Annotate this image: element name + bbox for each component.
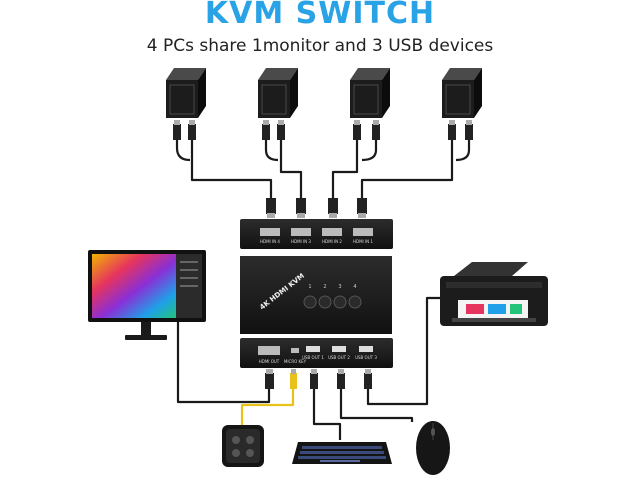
port-number: 4 — [353, 284, 356, 290]
kvm-switch-body: 4K HDMI KVM 1 2 3 4 — [240, 256, 392, 334]
pc-tower-icon — [350, 68, 390, 118]
hdmi-out-label: HDMI OUT — [259, 359, 280, 364]
input-port-label: HDMI IN 1 — [353, 239, 373, 244]
port-number: 2 — [323, 284, 326, 290]
cable-pc2-hdmi — [279, 140, 303, 200]
diagram-title: KVM SWITCH — [204, 0, 436, 31]
input-port-label: HDMI IN 3 — [291, 239, 311, 244]
output-plugs — [265, 369, 372, 389]
micro-key-label: MICRO KEY — [284, 359, 307, 364]
usb-out-label: USB OUT 3 — [355, 355, 377, 360]
switch-output-panel: HDMI OUT MICRO KEY USB OUT 1 USB OUT 2 U… — [240, 338, 393, 368]
cable-pc1-usb — [175, 140, 191, 162]
pc-cables — [175, 140, 471, 200]
keyboard-icon — [292, 442, 392, 464]
port-number: 3 — [338, 284, 341, 290]
output-cables — [162, 296, 440, 440]
mouse-icon — [416, 421, 450, 475]
cable-pc4-hdmi — [360, 140, 454, 200]
cable-keyboard — [312, 389, 342, 440]
port-number: 1 — [308, 284, 311, 290]
pc-tower-icon — [258, 68, 298, 118]
input-plugs — [266, 198, 367, 218]
port-button-4[interactable] — [348, 295, 362, 309]
usb-out-label: USB OUT 2 — [328, 355, 350, 360]
port-button-1[interactable] — [303, 295, 317, 309]
port-button-2[interactable] — [318, 295, 332, 309]
monitor-icon — [88, 250, 206, 340]
printer-icon — [440, 262, 548, 326]
pc-tower-icon — [442, 68, 482, 118]
input-port-label: HDMI IN 4 — [260, 239, 280, 244]
diagram-subtitle: 4 PCs share 1monitor and 3 USB devices — [146, 36, 494, 56]
cable-pc2-usb — [264, 140, 279, 162]
port-select-buttons: 1 2 3 4 — [303, 284, 362, 309]
port-button-3[interactable] — [333, 295, 347, 309]
input-port-label: HDMI IN 2 — [322, 239, 342, 244]
switch-input-panel: HDMI IN 4 HDMI IN 3 HDMI IN 2 HDMI IN 1 — [240, 219, 393, 249]
cable-pc3-usb — [361, 140, 378, 162]
cable-key-remote — [240, 389, 295, 425]
pc-tower-icon — [166, 68, 206, 118]
cable-pc3-hdmi — [331, 140, 359, 200]
pc-plugs — [173, 120, 473, 140]
cable-pc4-usb — [455, 140, 471, 162]
cable-printer — [366, 296, 440, 406]
cable-pc1-hdmi — [190, 140, 273, 200]
key-remote-icon — [222, 425, 264, 467]
usb-out-label: USB OUT 1 — [302, 355, 324, 360]
cable-mouse — [339, 389, 414, 422]
